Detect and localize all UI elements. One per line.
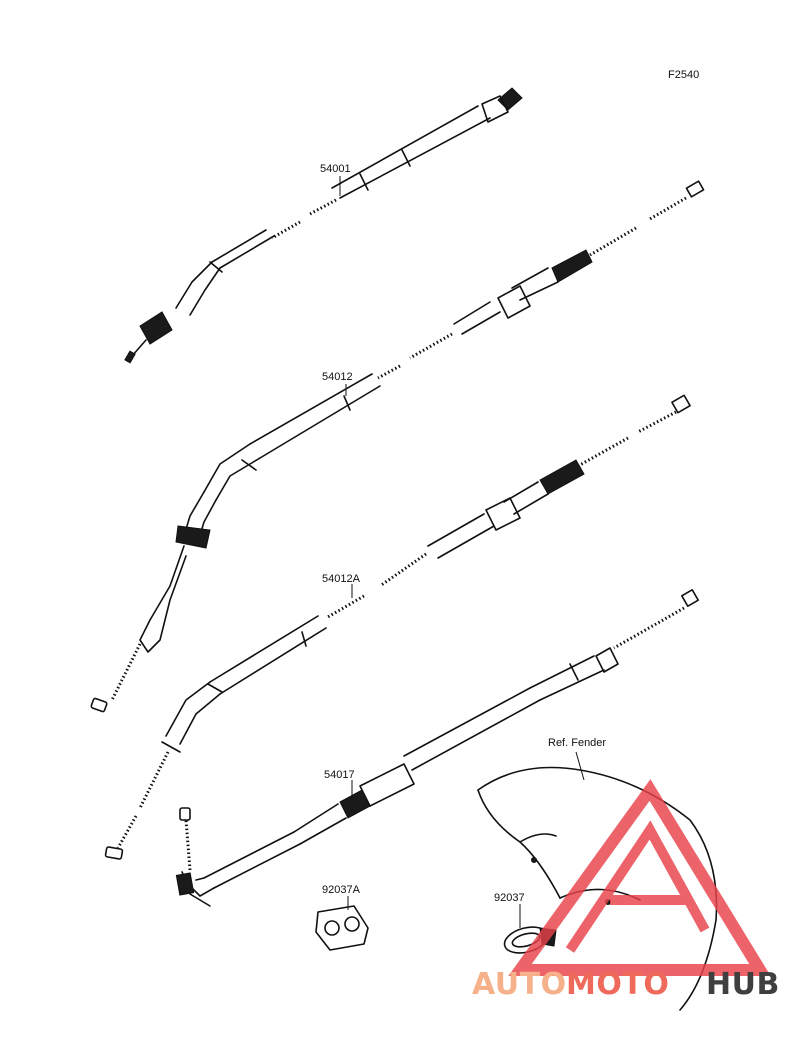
watermark-text-part3: HUB [706, 967, 780, 1002]
part-label-92037: 92037 [494, 892, 525, 904]
part-label-92037A: 92037A [322, 884, 361, 896]
watermark-text-part2: MOTO [566, 967, 669, 1002]
watermark-text-part1: AUTO [472, 967, 567, 1002]
ref-fender-label: Ref. Fender [548, 737, 606, 749]
clamp-92037A [315, 905, 369, 951]
cable-54012-end-fitting [685, 180, 705, 198]
figure-code: F2540 [668, 69, 699, 81]
part-label-54012A: 54012A [322, 573, 361, 585]
cable-54001-bottom-nut [139, 311, 173, 345]
watermark-logo [508, 779, 771, 976]
part-label-54001: 54001 [320, 163, 351, 175]
cable-54012A [104, 394, 691, 860]
cable-54017 [175, 589, 699, 907]
watermark-text: AUTO MOTO HUB [472, 967, 780, 1002]
cable-54012-adjuster [551, 249, 593, 283]
cable-54012 [90, 180, 705, 713]
part-label-54017: 54017 [324, 769, 355, 781]
cable-54001 [124, 87, 523, 364]
part-label-54012: 54012 [322, 371, 353, 383]
